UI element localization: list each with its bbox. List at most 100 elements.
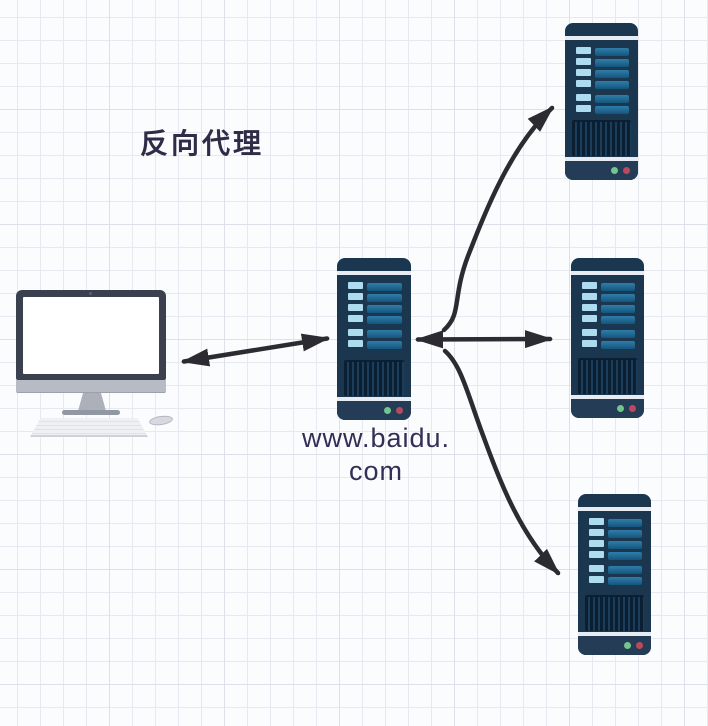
server-bottom-stripe [571,395,644,399]
drive-slot [576,94,629,103]
drive-slot [589,576,642,585]
slot-indicator [589,529,604,536]
slot-indicator [582,304,597,311]
drive-slot [348,304,402,313]
slot-indicator [582,315,597,322]
drive-slot [589,565,642,574]
server-bottom-stripe [578,632,651,636]
slot-bar [608,519,642,527]
arrow-client-proxy [181,333,330,367]
backend-server-3-icon [578,494,651,655]
slot-bar [367,283,402,291]
slot-bar [601,341,635,349]
server-vent-grille [344,360,404,396]
green-led-icon [624,642,631,649]
slot-bar [601,316,635,324]
slot-bar [595,95,629,103]
server-bottom-stripe [565,157,638,161]
server-drive-slots [348,282,402,351]
red-led-icon [396,407,403,414]
slot-bar [608,541,642,549]
green-led-icon [617,405,624,412]
drive-slot [582,315,635,324]
slot-indicator [582,329,597,336]
proxy-domain-line1: www.baidu. [301,423,451,453]
slot-bar [601,294,635,302]
drive-slot [348,315,402,324]
backend-server-1-icon [565,23,638,180]
drive-slot [576,58,629,67]
drive-slot [589,540,642,549]
drive-slot [589,529,642,538]
drive-slot [576,69,629,78]
arrow-proxy-backend-2 [415,330,553,349]
slot-indicator [576,69,591,76]
slot-indicator [348,340,363,347]
server-top-stripe [578,507,651,511]
slot-indicator [348,329,363,336]
drive-slot [582,304,635,313]
slot-bar [601,305,635,313]
drive-slot [582,329,635,338]
server-bottom-stripe [337,397,411,401]
slot-bar [608,530,642,538]
mouse-icon [148,414,174,427]
slot-bar [595,48,629,56]
slot-indicator [582,293,597,300]
slot-bar [601,283,635,291]
slot-indicator [576,80,591,87]
slot-indicator [348,282,363,289]
slot-indicator [589,565,604,572]
monitor-stand-foot [62,410,120,415]
server-base-panel [337,401,411,420]
monitor-camera-icon [89,292,92,295]
server-vent-grille [585,595,644,631]
slot-indicator [576,47,591,54]
slot-indicator [582,282,597,289]
drive-slot [348,329,402,338]
monitor-stand-neck [78,393,106,411]
drive-slot [348,340,402,349]
red-led-icon [623,167,630,174]
slot-bar [367,305,402,313]
drive-slot [582,340,635,349]
drive-slot [576,80,629,89]
red-led-icon [636,642,643,649]
slot-indicator [348,315,363,322]
drive-slot [348,293,402,302]
slot-indicator [589,540,604,547]
monitor-screen [23,297,159,374]
slot-indicator [576,58,591,65]
diagram-title: 反向代理 [140,128,265,159]
drive-slot [582,293,635,302]
slot-bar [595,59,629,67]
keyboard-icon [30,418,148,437]
drive-slot [582,282,635,291]
proxy-domain-label: www.baidu. com [278,422,474,488]
green-led-icon [611,167,618,174]
server-top-stripe [571,271,644,275]
server-base-panel [565,161,638,180]
slot-indicator [576,105,591,112]
slot-indicator [589,576,604,583]
server-base-panel [578,636,651,655]
server-top-stripe [337,271,411,275]
monitor-chin [16,380,166,393]
server-top-stripe [565,36,638,40]
slot-bar [367,316,402,324]
drive-slot [348,282,402,291]
server-base-panel [571,399,644,418]
slot-bar [595,70,629,78]
server-drive-slots [576,47,629,116]
slot-bar [367,330,402,338]
drive-slot [576,105,629,114]
slot-indicator [348,293,363,300]
monitor-bezel [16,290,166,380]
server-vent-grille [572,120,631,156]
drive-slot [576,47,629,56]
slot-indicator [576,94,591,101]
drive-slot [589,518,642,527]
slot-indicator [582,340,597,347]
slot-bar [367,341,402,349]
